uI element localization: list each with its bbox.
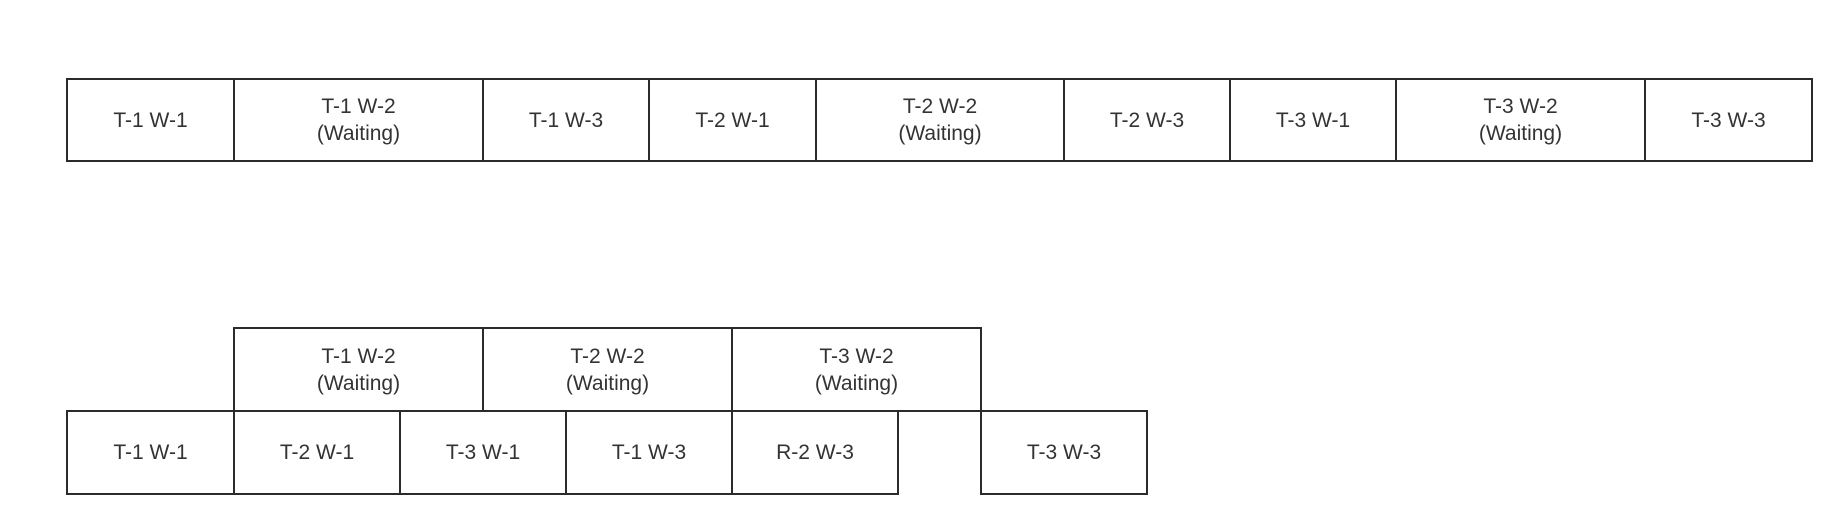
- task-label: T-2 W-2: [902, 95, 978, 118]
- top-task-block: T-2 W-1: [648, 78, 817, 162]
- task-status: (Waiting): [316, 122, 401, 145]
- bottom-task-block: T-3 W-1: [399, 410, 567, 495]
- task-label: T-1 W-2: [321, 95, 396, 118]
- waiting-task-block: T-2 W-2 (Waiting): [482, 327, 733, 412]
- task-status: (Waiting): [898, 122, 982, 145]
- top-task-block: T-2 W-3: [1063, 78, 1231, 162]
- top-task-block-waiting: T-3 W-2 (Waiting): [1395, 78, 1646, 162]
- task-label: T-1 W-2: [321, 344, 396, 368]
- task-label: T-3 W-3: [1691, 108, 1766, 132]
- waiting-task-block: T-3 W-2 (Waiting): [731, 327, 982, 412]
- top-task-block-waiting: T-2 W-2 (Waiting): [815, 78, 1065, 162]
- task-status: (Waiting): [565, 371, 650, 395]
- waiting-task-block: T-1 W-2 (Waiting): [233, 327, 484, 412]
- task-label: T-3 W-1: [445, 441, 521, 464]
- task-label: T-1 W-1: [113, 108, 188, 132]
- task-label: R-2 W-3: [776, 441, 854, 464]
- bottom-task-block: T-1 W-3: [565, 410, 733, 495]
- task-label: T-3 W-3: [1026, 441, 1102, 464]
- task-label: T-1 W-3: [528, 108, 604, 132]
- task-label: T-2 W-1: [279, 441, 355, 464]
- task-label: T-1 W-1: [113, 441, 188, 464]
- bottom-task-block: T-2 W-1: [233, 410, 401, 495]
- top-task-block: T-3 W-3: [1644, 78, 1813, 162]
- top-task-block: T-3 W-1: [1229, 78, 1397, 162]
- task-status: (Waiting): [316, 371, 401, 395]
- bottom-task-block: T-3 W-3: [980, 410, 1148, 495]
- task-label: T-2 W-3: [1109, 108, 1185, 132]
- task-label: T-3 W-1: [1275, 108, 1351, 132]
- top-task-block: T-1 W-3: [482, 78, 650, 162]
- task-label: T-3 W-2: [819, 344, 894, 368]
- task-label: T-2 W-1: [695, 108, 770, 132]
- top-task-block: T-1 W-1: [66, 78, 235, 162]
- task-status: (Waiting): [814, 371, 899, 395]
- task-label: T-2 W-2: [570, 344, 645, 368]
- top-task-block-waiting: T-1 W-2 (Waiting): [233, 78, 484, 162]
- bottom-task-block: R-2 W-3: [731, 410, 899, 495]
- task-status: (Waiting): [1478, 122, 1563, 145]
- task-label: T-1 W-3: [611, 441, 687, 464]
- task-label: T-3 W-2: [1483, 95, 1558, 118]
- bottom-task-block: T-1 W-1: [66, 410, 235, 495]
